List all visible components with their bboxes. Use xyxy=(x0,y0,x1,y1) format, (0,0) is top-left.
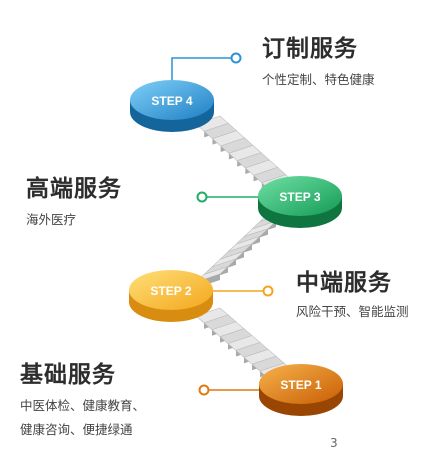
step-1-desc-line-2: 健康咨询、便捷绿通 xyxy=(20,422,133,437)
connector-step-2 xyxy=(212,285,274,297)
page-number: 3 xyxy=(330,436,338,450)
step-4-title: 订制服务 xyxy=(262,36,358,62)
connector-step-4 xyxy=(171,52,242,82)
step-2-desc: 风险干预、智能监测 xyxy=(296,304,409,319)
connector-step-3 xyxy=(196,191,262,203)
step-2-title: 中端服务 xyxy=(296,270,392,296)
step-3-title: 高端服务 xyxy=(26,176,122,202)
step-1-title: 基础服务 xyxy=(20,362,116,388)
step-3-label: STEP 3 xyxy=(279,190,320,204)
step-1-desc-line-1: 中医体检、健康教育、 xyxy=(20,398,146,413)
step-2-disk: STEP 2 xyxy=(129,270,213,322)
step-1-label: STEP 1 xyxy=(280,378,321,392)
step-3-desc: 海外医疗 xyxy=(26,212,77,227)
step-4-label: STEP 4 xyxy=(151,94,192,108)
step-4-desc: 个性定制、特色健康 xyxy=(262,72,375,87)
staircase-2-1 xyxy=(195,307,293,384)
connector-step-1 xyxy=(198,384,262,396)
step-4-disk: STEP 4 xyxy=(130,80,214,132)
step-1-disk: STEP 1 xyxy=(259,364,343,416)
step-2-label: STEP 2 xyxy=(150,284,191,298)
step-3-disk: STEP 3 xyxy=(258,176,342,228)
